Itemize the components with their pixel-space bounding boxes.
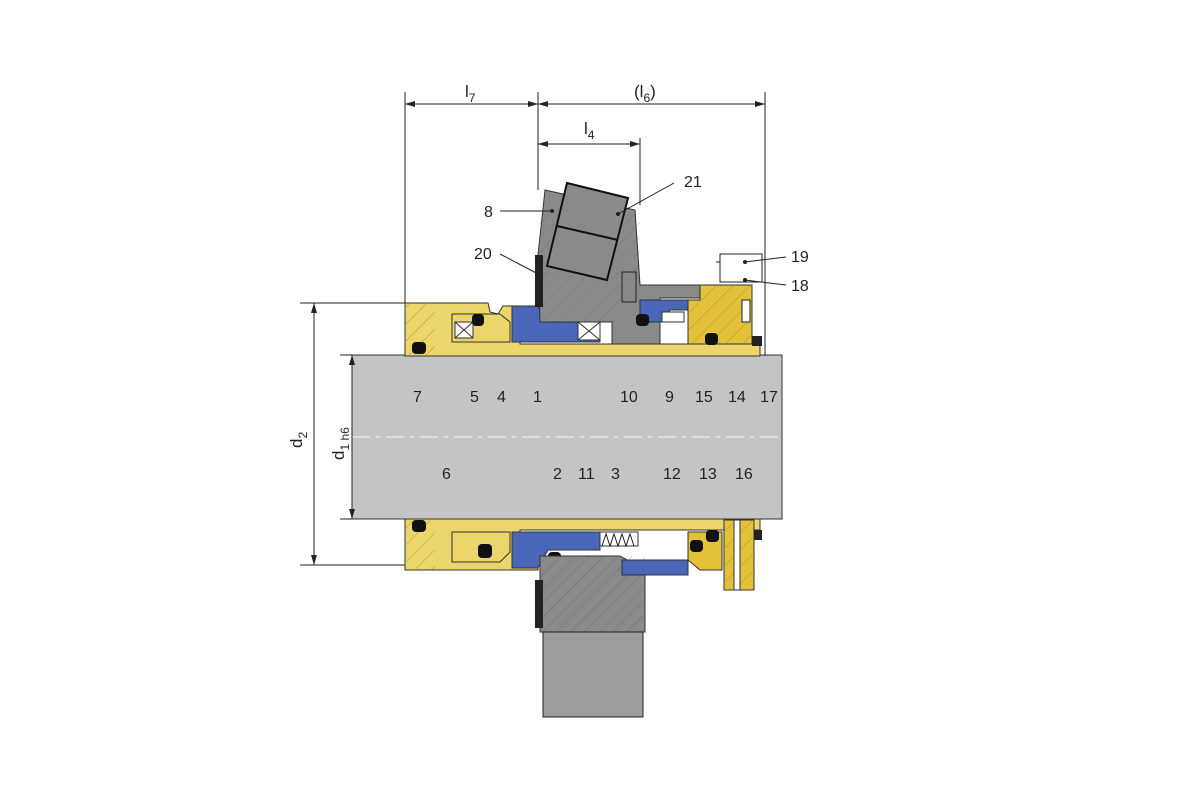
callout-2: 2 [553, 466, 562, 483]
callout-12: 12 [663, 466, 681, 483]
set-screw-17 [741, 299, 751, 323]
callouts: 8 21 20 19 18 7 5 4 1 10 9 15 14 17 6 2 … [413, 174, 809, 483]
dim-d2: d2 [287, 432, 310, 448]
spring-9 [661, 311, 685, 323]
o-ring-13 [706, 530, 719, 542]
callout-15: 15 [695, 389, 713, 406]
leader-lines [499, 182, 787, 286]
callout-7: 7 [413, 389, 422, 406]
o-ring-5 [472, 314, 484, 326]
stationary-face-lower [621, 559, 689, 576]
dimension-labels: l7 (l6) l4 d2 d1 h6 [287, 82, 656, 460]
spring-11-lower [599, 531, 639, 547]
plate-18 [719, 253, 763, 283]
upper-half [404, 181, 763, 357]
callout-9: 9 [665, 389, 674, 406]
callout-8: 8 [484, 204, 493, 221]
gasket-20 [535, 255, 543, 307]
callout-6: 6 [442, 466, 451, 483]
callout-11: 11 [578, 466, 595, 483]
o-ring-10 [636, 314, 649, 326]
callout-16: 16 [735, 466, 753, 483]
housing-foot [542, 631, 644, 718]
shaft [351, 354, 783, 520]
dim-l6: (l6) [634, 82, 656, 105]
callout-14: 14 [728, 389, 746, 406]
lower-half [404, 518, 762, 718]
callout-19: 19 [791, 249, 809, 266]
o-ring-7 [412, 342, 426, 354]
callout-5: 5 [470, 389, 479, 406]
dim-l7: l7 [465, 82, 476, 105]
callout-18: 18 [791, 278, 809, 295]
dim-d1: d1 h6 [329, 427, 352, 460]
o-ring-lower-7 [412, 520, 426, 532]
callout-21: 21 [684, 174, 702, 191]
clamp-block [545, 181, 630, 282]
pin [621, 271, 637, 303]
dimension-lines [300, 92, 766, 566]
callout-10: 10 [620, 389, 638, 406]
dim-l4: l4 [584, 119, 595, 142]
callout-13: 13 [699, 466, 717, 483]
callout-4: 4 [497, 389, 506, 406]
callout-3: 3 [611, 466, 620, 483]
callout-1: 1 [533, 389, 542, 406]
callout-17: 17 [760, 389, 778, 406]
o-ring-12 [690, 540, 703, 552]
gasket-lower [535, 580, 543, 628]
callout-20: 20 [474, 246, 492, 263]
o-ring-15 [705, 333, 718, 345]
